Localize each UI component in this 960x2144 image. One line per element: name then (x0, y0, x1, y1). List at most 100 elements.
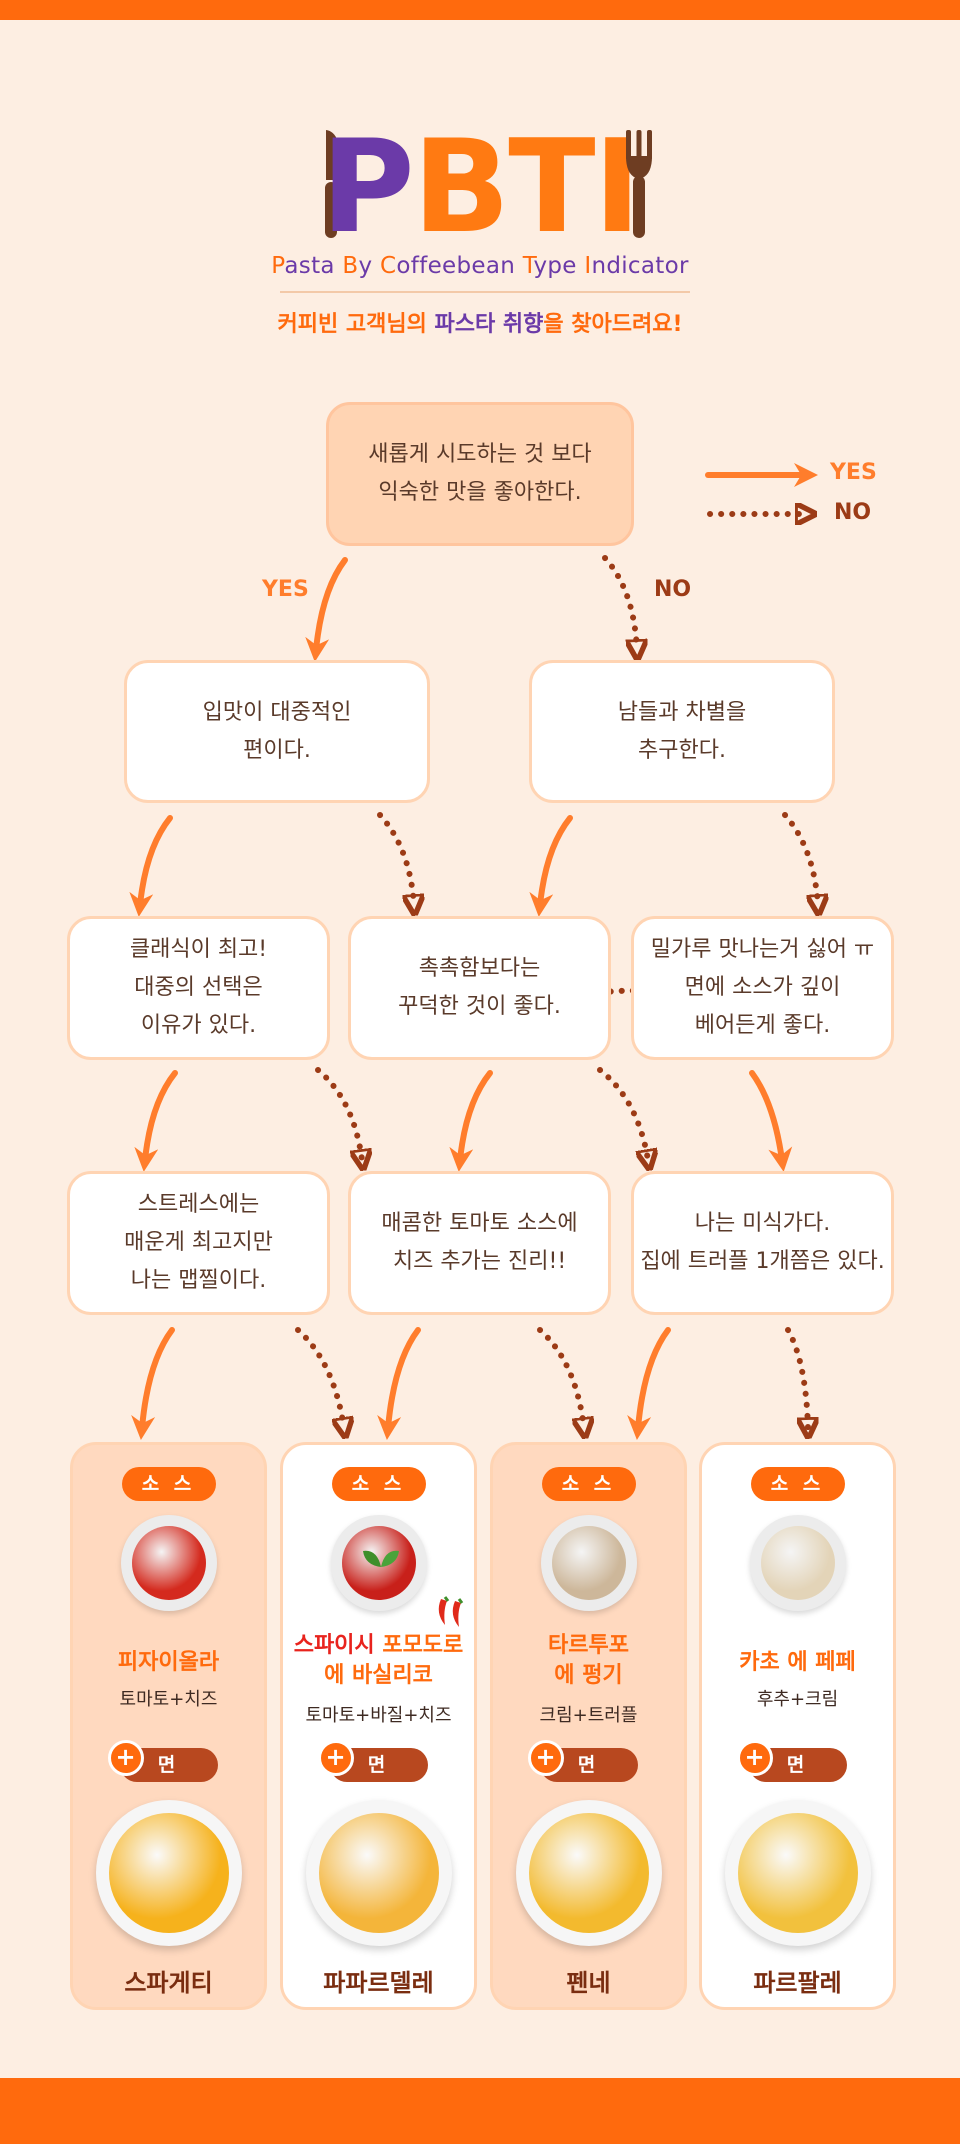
pasta-fill (108, 1813, 229, 1933)
sauce-tag: 소 스 (750, 1467, 845, 1501)
result-card-tartufo: 소 스 타르투포 에 펑기 크림+트러플 +면 펜네 (490, 1442, 687, 2010)
pasta-plate-image (95, 1800, 242, 1946)
arrow-yes (449, 1070, 493, 1172)
pasta-plate-image (515, 1800, 662, 1946)
pasta-name: 파르팔레 (753, 1969, 842, 1997)
result-card-pizzaiola: 소 스 피자이올라 토마토+치즈 +면 스파게티 (70, 1442, 267, 2010)
arrow-yes (305, 557, 348, 662)
branch-no-label: NO (654, 577, 692, 602)
noodle-tag: +면 (317, 1740, 428, 1782)
arrow-yes (131, 1327, 175, 1440)
sauce-bowl-image (330, 1515, 427, 1611)
no-arrows (295, 555, 818, 1428)
pasta-plate-image (305, 1800, 452, 1946)
subtitle-part: offeebean (396, 253, 523, 279)
noodle-tag: +면 (736, 1740, 847, 1782)
sauce-ingredients: 후추+크림 (756, 1689, 839, 1710)
arrow-no (602, 555, 637, 650)
arrow-no (785, 1327, 808, 1428)
sauce-name-part: 타르투포 에 펑기 (548, 1633, 629, 1688)
tagline-highlight: 파스타 취향 (434, 312, 544, 337)
sauce-fill (551, 1526, 626, 1600)
sauce-fill (131, 1526, 206, 1600)
noodle-tag-label: 면 (367, 1754, 390, 1776)
subtitle-part: asta (284, 253, 343, 279)
branch-yes-label: YES (262, 577, 309, 602)
sauce-name-part: 카초 에 페페 (739, 1650, 856, 1675)
arrow-no (315, 1067, 362, 1160)
sauce-name-spicy: 스파이시 (293, 1633, 383, 1658)
top-accent-bar (0, 0, 960, 20)
sauce-ingredients: 토마토+바질+치즈 (305, 1705, 452, 1726)
arrow-yes (129, 815, 173, 917)
question-seek-difference: 남들과 차별을 추구한다. (529, 660, 835, 803)
pasta-name: 펜네 (566, 1969, 611, 1997)
plus-icon: + (527, 1740, 564, 1776)
yes-arrows (129, 557, 793, 1440)
arrow-no (537, 1327, 584, 1428)
plus-icon: + (736, 1740, 773, 1776)
sauce-name: 피자이올라 (73, 1648, 264, 1678)
question-gourmet-truffle: 나는 미식가다. 집에 트러플 1개쯤은 있다. (631, 1171, 894, 1315)
sauce-tag: 소 스 (331, 1467, 426, 1501)
sauce-tag: 소 스 (541, 1467, 636, 1501)
logo-subtitle: Pasta By Coffeebean Type Indicator (0, 253, 960, 279)
knife-icon (325, 130, 341, 238)
question-spicy-stress: 스트레스에는 매운게 최고지만 나는 맵찔이다. (67, 1171, 330, 1315)
subtitle-part: P (271, 253, 285, 279)
question-spicy-tomato-cheese: 매콤한 토마토 소스에 치즈 추가는 진리!! (348, 1171, 611, 1315)
fork-icon (626, 130, 652, 238)
tagline-part: 커피빈 고객님의 (277, 312, 435, 337)
question-classic-best: 클래식이 최고! 대중의 선택은 이유가 있다. (67, 916, 330, 1060)
arrow-no (782, 812, 818, 905)
result-card-cacio-e-pepe: 소 스 카초 에 페페 후추+크림 +면 파르팔레 (699, 1442, 896, 2010)
basil-leaf-icon (362, 1550, 399, 1567)
subtitle-part: C (380, 253, 397, 279)
sauce-name-part: 피자이올라 (117, 1650, 220, 1675)
chili-pepper-icon (438, 1596, 464, 1627)
question-deep-sauce: 밀가루 맛나는거 싫어 ㅠ 면에 소스가 깊이 베어든게 좋다. (631, 916, 894, 1060)
arrow-yes (749, 1070, 793, 1172)
sauce-name-part: 포모도로 에 바실리코 (324, 1633, 464, 1688)
subtitle-part: ndicator (591, 253, 689, 279)
tagline-part: 을 찾아드려요! (543, 312, 683, 337)
pasta-name: 스파게티 (124, 1969, 213, 1997)
start-question: 새롭게 시도하는 것 보다 익숙한 맛을 좋아한다. (326, 402, 634, 546)
tagline: 커피빈 고객님의 파스타 취향을 찾아드려요! (0, 306, 960, 338)
subtitle-part: y (358, 253, 381, 279)
pasta-plate-image (724, 1800, 871, 1946)
subtitle-part: I (584, 253, 592, 279)
bottom-accent-bar (0, 2078, 960, 2144)
question-creamy-thick: 촉촉함보다는 꾸덕한 것이 좋다. (348, 916, 611, 1060)
sauce-bowl-image (120, 1515, 217, 1611)
sauce-name: 타르투포 에 펑기 (493, 1631, 684, 1691)
logo-letters-bti: BTI (412, 113, 641, 262)
plus-icon: + (317, 1740, 354, 1776)
sauce-tag: 소 스 (121, 1467, 216, 1501)
sauce-ingredients: 토마토+치즈 (119, 1689, 218, 1710)
noodle-tag-label: 면 (577, 1754, 600, 1776)
arrow-yes (377, 1327, 421, 1440)
noodle-tag-label: 면 (786, 1754, 809, 1776)
subtitle-divider (280, 291, 690, 293)
arrow-no (597, 1067, 648, 1160)
sauce-name: 스파이시 포모도로 에 바실리코 (283, 1631, 474, 1691)
arrow-yes (529, 815, 573, 917)
pasta-fill (737, 1813, 858, 1933)
sauce-name: 카초 에 페페 (702, 1648, 893, 1678)
pasta-name: 파파르델레 (323, 1969, 434, 1997)
noodle-tag: +면 (107, 1740, 218, 1782)
sauce-fill (760, 1526, 835, 1600)
noodle-tag-label: 면 (157, 1754, 180, 1776)
noodle-tag: +면 (527, 1740, 638, 1782)
legend-no-label: NO (834, 500, 872, 525)
legend-yes-label: YES (830, 460, 877, 485)
sauce-bowl-image (540, 1515, 637, 1611)
sauce-bowl-image (749, 1515, 846, 1611)
subtitle-part: T (522, 253, 534, 279)
subtitle-part: B (342, 253, 359, 279)
